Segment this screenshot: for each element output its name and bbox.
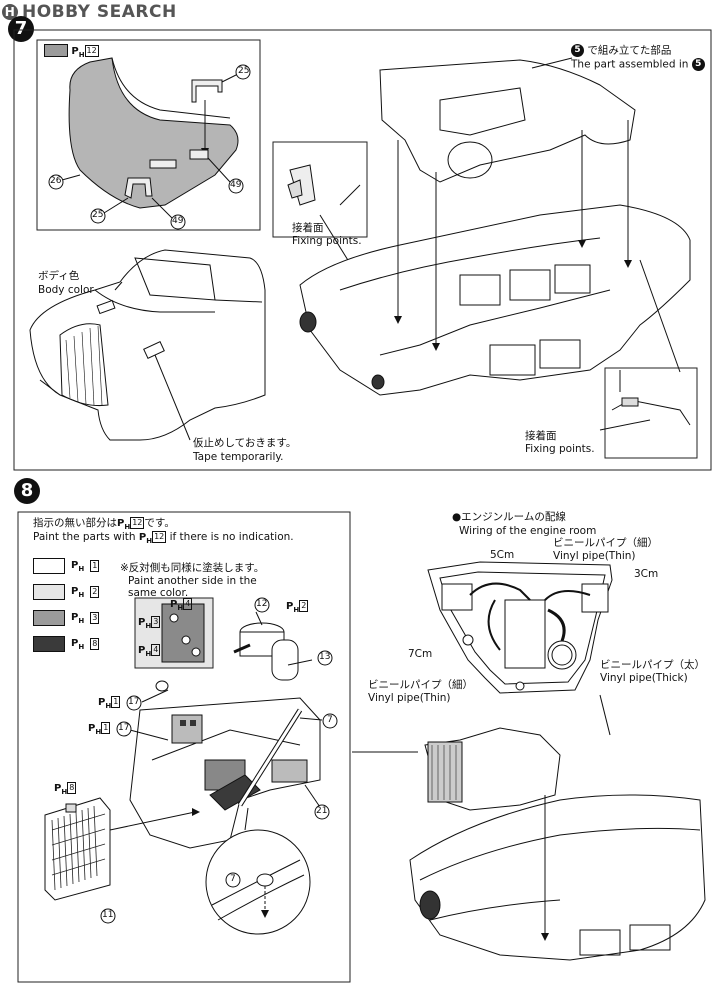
bracket-part-25 [191, 79, 223, 103]
part-49-label: 49 [230, 180, 242, 190]
assembled-part-5 [379, 59, 636, 183]
vinyl-thin2-jp: ビニールパイプ（細） [368, 679, 473, 691]
tape-en: Tape temporarily. [193, 451, 284, 463]
logo-mark-icon: H [2, 4, 18, 20]
legend-swatch [33, 610, 65, 626]
logo-text: HOBBY SEARCH [22, 2, 177, 22]
step-7-number: 7 [8, 16, 34, 42]
paint-code-12: 12 [84, 44, 99, 57]
car-body-outline [29, 249, 266, 441]
length-7cm: 7Cm [408, 648, 433, 660]
vinyl-thick-jp: ビニールパイプ（太） [600, 659, 705, 671]
legend-swatch [33, 558, 65, 574]
legend-swatch [33, 584, 65, 600]
part-25-label: 25 [238, 66, 250, 76]
fixing-points-2-en: Fixing points. [525, 443, 595, 455]
wiring-title-jp: ●エンジンルームの配線 [452, 511, 566, 523]
fixing-points-1-en: Fixing points. [292, 235, 362, 247]
body-color-jp: ボディ色 [38, 270, 80, 282]
paint-code-prefix: PH [71, 45, 85, 59]
body-color-en: Body color [38, 284, 94, 296]
step-8-number: 8 [14, 478, 40, 504]
step-7-inset-frame [36, 39, 261, 231]
vinyl-thin-en: Vinyl pipe(Thin) [553, 550, 636, 562]
step-7-frame [13, 29, 712, 471]
part-25b-label: 25 [92, 210, 104, 220]
fixing-points-2-jp: 接着面 [525, 430, 557, 442]
step-ref-badge: 5 [571, 44, 584, 57]
part-49b-label: 49 [172, 216, 184, 226]
reverse-note-jp: ※反対側も同様に塗装します。 [120, 562, 265, 574]
part-21-label: 21 [316, 806, 328, 816]
part-13-label: 13 [319, 652, 331, 662]
part-7b-label: 7 [230, 874, 236, 884]
part-26-label: 26 [50, 176, 62, 186]
vinyl-thin2-en: Vinyl pipe(Thin) [368, 692, 451, 704]
reverse-note-en-2: same color. [128, 587, 189, 599]
tape-jp: 仮止めしておきます。 [193, 437, 297, 449]
step-8-left-frame [17, 511, 351, 983]
floor-panel-shape [68, 57, 239, 209]
vinyl-thin-jp: ビニールパイプ（細） [553, 537, 658, 549]
legend-swatch [33, 636, 65, 652]
chassis-bottom [409, 794, 706, 961]
bracket-part-25b [124, 177, 153, 199]
part-7-label: 7 [327, 715, 333, 725]
fixing-inset-1 [272, 141, 368, 238]
length-3cm: 3Cm [634, 568, 659, 580]
step-ref-badge-2: 5 [691, 58, 705, 71]
vinyl-thick-en: Vinyl pipe(Thick) [600, 672, 688, 684]
length-5cm: 5Cm [490, 549, 515, 561]
reverse-note-en-1: Paint another side in the [128, 575, 257, 587]
part-ref-en: The part assembled in 5 [571, 58, 705, 72]
paint-swatch [44, 44, 68, 57]
wiring-title-en: Wiring of the engine room [459, 525, 597, 537]
part-11-label: 11 [102, 910, 114, 920]
part-17a-label: 17 [128, 697, 140, 707]
part-ref-jp: 5 で組み立てた部品 [571, 44, 671, 58]
part-12-label: 12 [256, 599, 268, 609]
fixing-points-1-jp: 接着面 [292, 222, 324, 234]
part-17b-label: 17 [118, 723, 130, 733]
hobby-search-logo: H HOBBY SEARCH [2, 2, 177, 22]
